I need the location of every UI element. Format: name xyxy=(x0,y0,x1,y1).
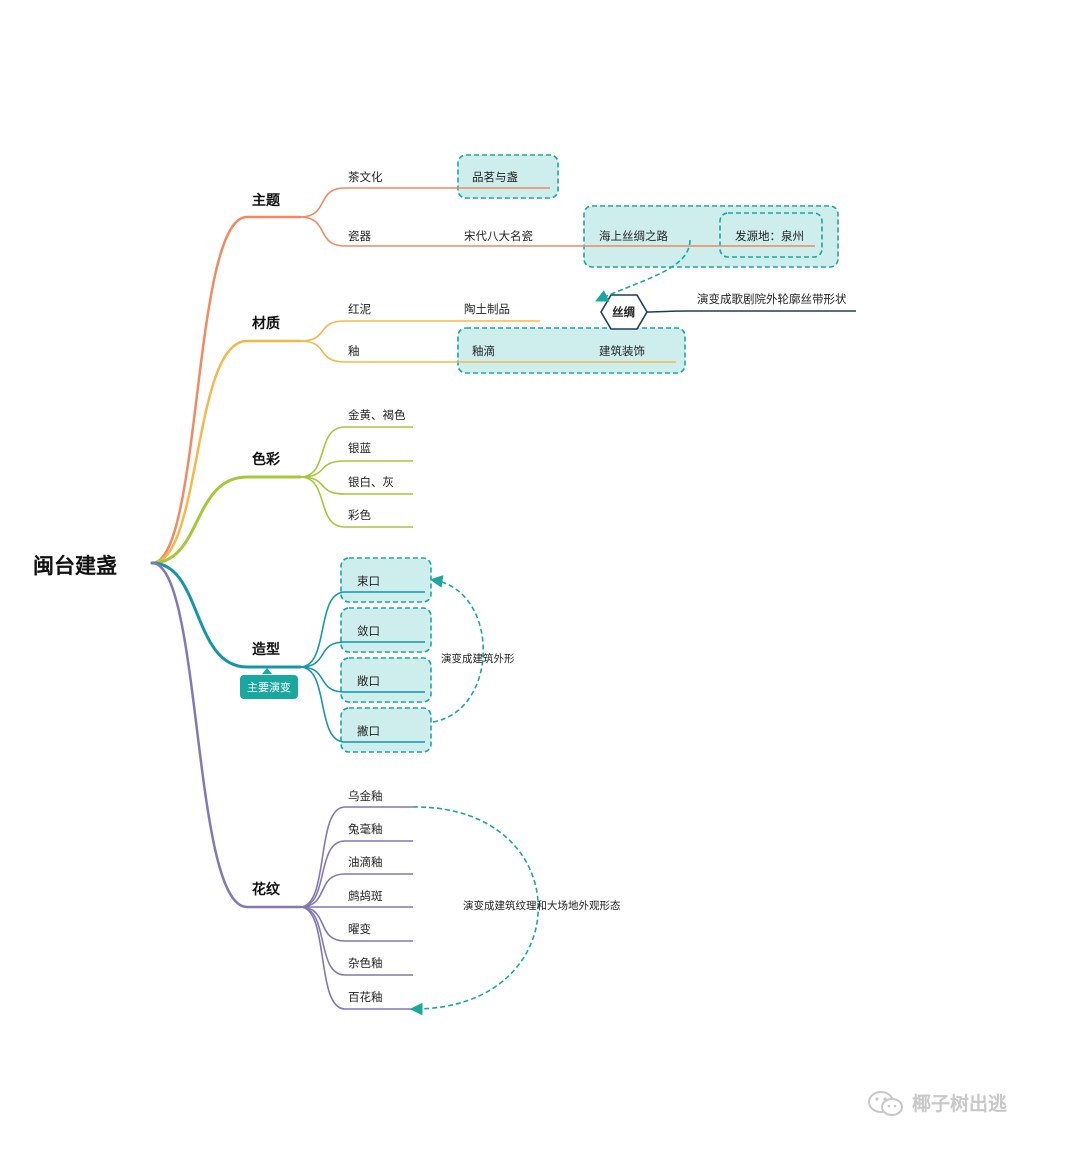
branch-shape: 造型 xyxy=(252,642,280,658)
leaf-shape-3: 敞口 xyxy=(357,674,380,688)
leaf-silver-white-gray: 银白、灰 xyxy=(348,475,394,489)
silk-hexagon-label: 丝绸 xyxy=(612,305,635,319)
branch-line-theme xyxy=(150,215,302,565)
branch-material: 材质 xyxy=(252,316,280,332)
leaf-silver-blue: 银蓝 xyxy=(348,441,371,455)
pattern-arc-arrow xyxy=(409,806,540,1016)
branch-color: 色彩 xyxy=(252,452,280,468)
watermark-text: 椰子树出逃 xyxy=(912,1093,1008,1115)
material-sub-line-2 xyxy=(299,340,458,363)
leaf-glaze: 釉 xyxy=(348,344,360,358)
pattern-sub-line-7 xyxy=(299,906,413,1010)
leaf-pattern-4: 鹧鸪斑 xyxy=(348,889,383,903)
leaf-gold-brown: 金黄、褐色 xyxy=(348,408,406,422)
shape-box-4 xyxy=(340,707,432,753)
opera-line xyxy=(646,310,856,313)
leaf-tea-culture: 茶文化 xyxy=(348,170,383,184)
leaf-pottery: 陶土制品 xyxy=(464,302,510,316)
wechat-icon xyxy=(866,1090,906,1122)
leaf-multicolor: 彩色 xyxy=(348,508,371,522)
pattern-note: 演变成建筑纹理和大场地外观形态 xyxy=(463,900,621,912)
shape-sub-line-4 xyxy=(299,666,425,743)
color-sub-line-3 xyxy=(299,476,413,495)
shape-sub-line-1 xyxy=(299,591,425,668)
branch-pattern: 花纹 xyxy=(252,882,280,898)
root-node: 闽台建盏 xyxy=(33,554,117,578)
leaf-shape-1: 束口 xyxy=(357,574,380,588)
pattern-sub-line-1 xyxy=(299,806,413,908)
theme-sub-line-1 xyxy=(299,187,458,218)
branch-line-pattern xyxy=(150,561,302,909)
shape-sub-line-2 xyxy=(299,641,425,668)
branch-line-shape xyxy=(150,561,302,669)
tea-cup-box xyxy=(457,154,559,199)
shape-note: 演变成建筑外形 xyxy=(441,653,515,665)
branch-line-material xyxy=(150,339,302,565)
leaf-shape-4: 撇口 xyxy=(357,724,380,738)
theme-sub-line-2 xyxy=(299,216,584,247)
color-sub-line-4 xyxy=(299,476,413,528)
leaf-pattern-6: 杂色釉 xyxy=(348,956,383,970)
leaf-pattern-1: 乌金釉 xyxy=(348,789,383,803)
leaf-pattern-2: 兔毫釉 xyxy=(348,822,383,836)
pattern-sub-line-2 xyxy=(299,840,413,908)
leaf-red-clay: 红泥 xyxy=(348,302,371,316)
branch-theme: 主题 xyxy=(252,193,280,209)
leaf-song-porcelain: 宋代八大名瓷 xyxy=(464,229,533,243)
branch-line-color xyxy=(150,475,302,565)
leaf-glaze-drip: 釉滴 xyxy=(472,344,495,358)
silk-arrow xyxy=(595,239,691,302)
main-evolution-badge: 主要演变 xyxy=(240,675,298,699)
shape-box-3 xyxy=(340,657,432,703)
material-sub-line-1 xyxy=(299,320,540,342)
shape-box-2 xyxy=(340,607,432,653)
leaf-pattern-5: 曜变 xyxy=(348,922,371,936)
badge-pointer xyxy=(262,668,272,674)
pattern-sub-line-5 xyxy=(299,906,413,942)
leaf-origin: 发源地：泉州 xyxy=(735,229,804,243)
opera-note: 演变成歌剧院外轮廓丝带形状 xyxy=(697,292,847,306)
pattern-sub-line-3 xyxy=(299,873,413,908)
leaf-tea-cup: 品茗与盏 xyxy=(472,170,518,184)
leaf-shape-2: 敛口 xyxy=(357,624,380,638)
shape-sub-line-3 xyxy=(299,666,425,693)
leaf-pattern-7: 百花釉 xyxy=(348,990,383,1004)
leaf-arch-deco: 建筑装饰 xyxy=(599,344,645,358)
color-sub-line-2 xyxy=(299,460,413,478)
color-sub-line-1 xyxy=(299,426,413,478)
leaf-porcelain: 瓷器 xyxy=(348,229,371,243)
leaf-silk-road: 海上丝绸之路 xyxy=(599,229,668,243)
leaf-pattern-3: 油滴釉 xyxy=(348,855,383,869)
shape-box-1 xyxy=(340,557,432,603)
